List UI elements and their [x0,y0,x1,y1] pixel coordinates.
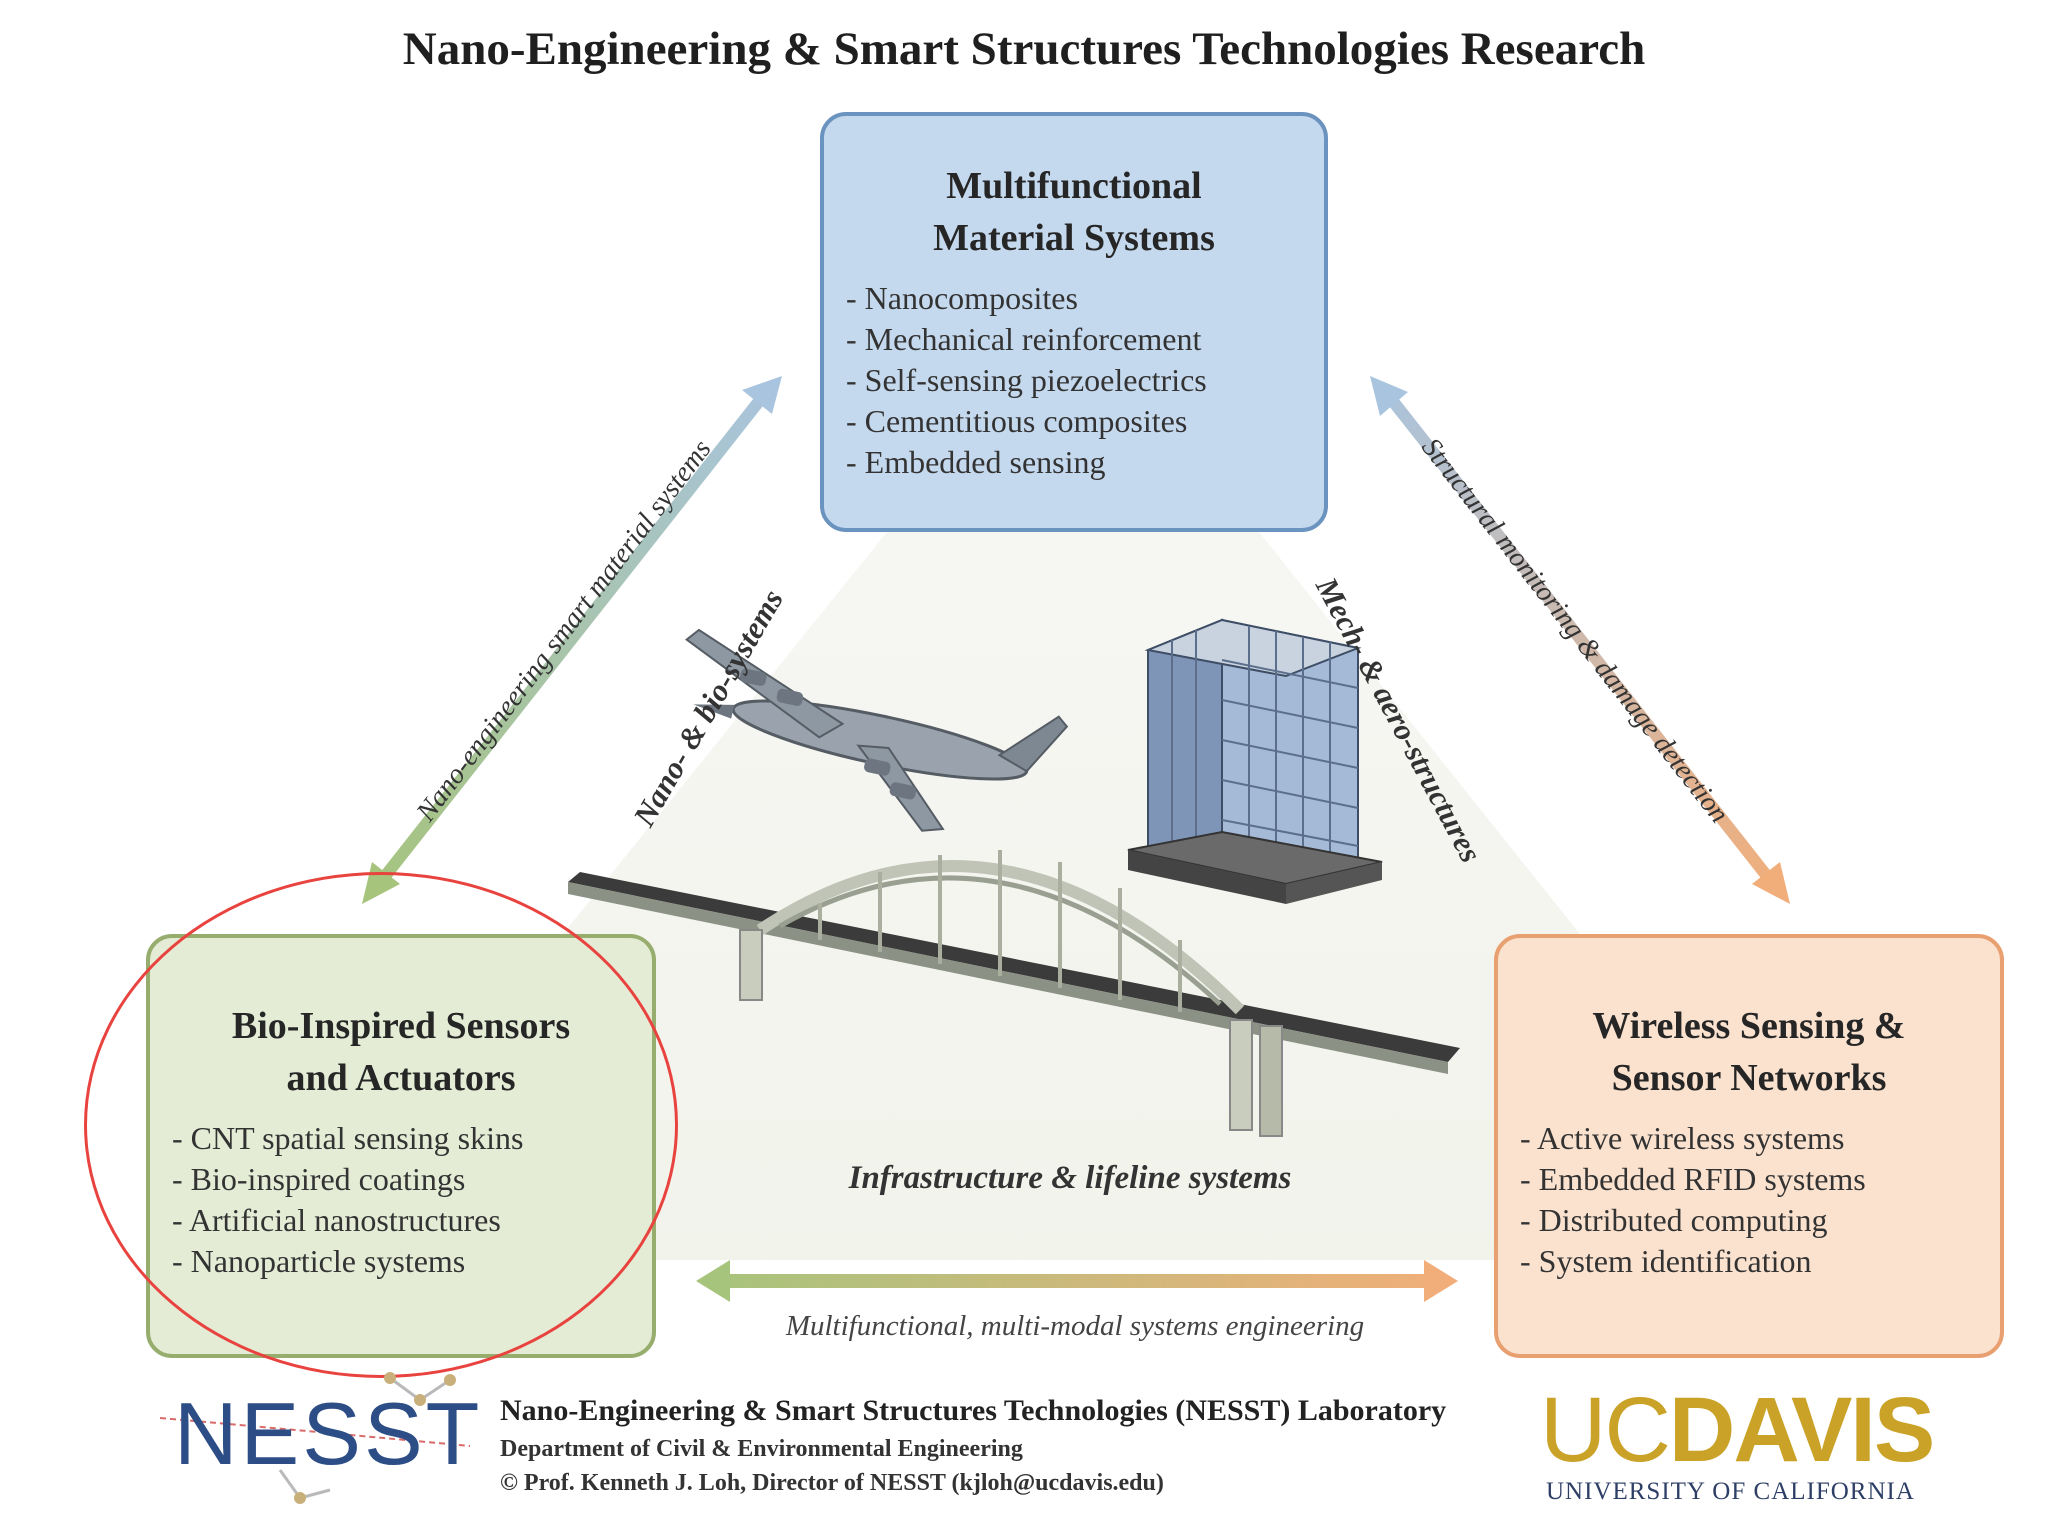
arch-bridge-illustration [568,850,1460,1137]
highlight-circle [84,872,678,1378]
list-item: - Active wireless systems [1520,1120,1845,1156]
bottom-arrow-label: Multifunctional, multi-modal systems eng… [785,1310,1365,1342]
uc-davis-wordmark: UCDAVIS [1540,1382,1960,1478]
box-title: Multifunctional Material Systems [824,160,1324,264]
lab-credit: © Prof. Kenneth J. Loh, Director of NESS… [500,1470,1164,1496]
list-item: - System identification [1520,1243,1812,1279]
box-title: Wireless Sensing & Sensor Networks [1498,1000,2000,1104]
box-title-line: Multifunctional [946,165,1202,207]
list-item: - Self-sensing piezoelectrics [846,362,1207,398]
nesst-logo: NESST [174,1384,483,1483]
bottom-arrow [696,1260,1458,1302]
list-item: - Embedded sensing [846,444,1106,480]
box-title-line: Sensor Networks [1611,1057,1887,1099]
wireless-sensing-box: Wireless Sensing & Sensor Networks - Act… [1494,934,2004,1358]
uc-davis-logo: UCDAVIS UNIVERSITY OF CALIFORNIA [1540,1382,1960,1506]
diagram-title: Nano-Engineering & Smart Structures Tech… [402,23,1646,75]
infrastructure-label: Infrastructure & lifeline systems [848,1160,1292,1196]
right-arrow [1370,376,1790,904]
university-subtitle: UNIVERSITY OF CALIFORNIA [1546,1478,1915,1505]
item-list: - Active wireless systems - Embedded RFI… [1498,1118,2000,1282]
lab-info: Nano-Engineering & Smart Structures Tech… [500,1390,1446,1500]
multifunctional-material-systems-box: Multifunctional Material Systems - Nanoc… [820,112,1328,532]
item-list: - Nanocomposites - Mechanical reinforcem… [824,278,1324,483]
list-item: - Distributed computing [1520,1202,1828,1238]
list-item: - Cementitious composites [846,403,1188,439]
list-item: - Nanocomposites [846,280,1078,316]
building-illustration [1127,618,1383,904]
list-item: - Embedded RFID systems [1520,1161,1866,1197]
ucd-davis: DAVIS [1668,1379,1935,1481]
box-title-line: Material Systems [933,217,1215,259]
airplane-illustration [684,628,1069,832]
ucd-uc: UC [1540,1379,1671,1481]
list-item: - Mechanical reinforcement [846,321,1202,357]
lab-name: Nano-Engineering & Smart Structures Tech… [500,1394,1447,1427]
lab-department: Department of Civil & Environmental Engi… [500,1436,1023,1462]
box-title-line: Wireless Sensing & [1592,1005,1906,1047]
